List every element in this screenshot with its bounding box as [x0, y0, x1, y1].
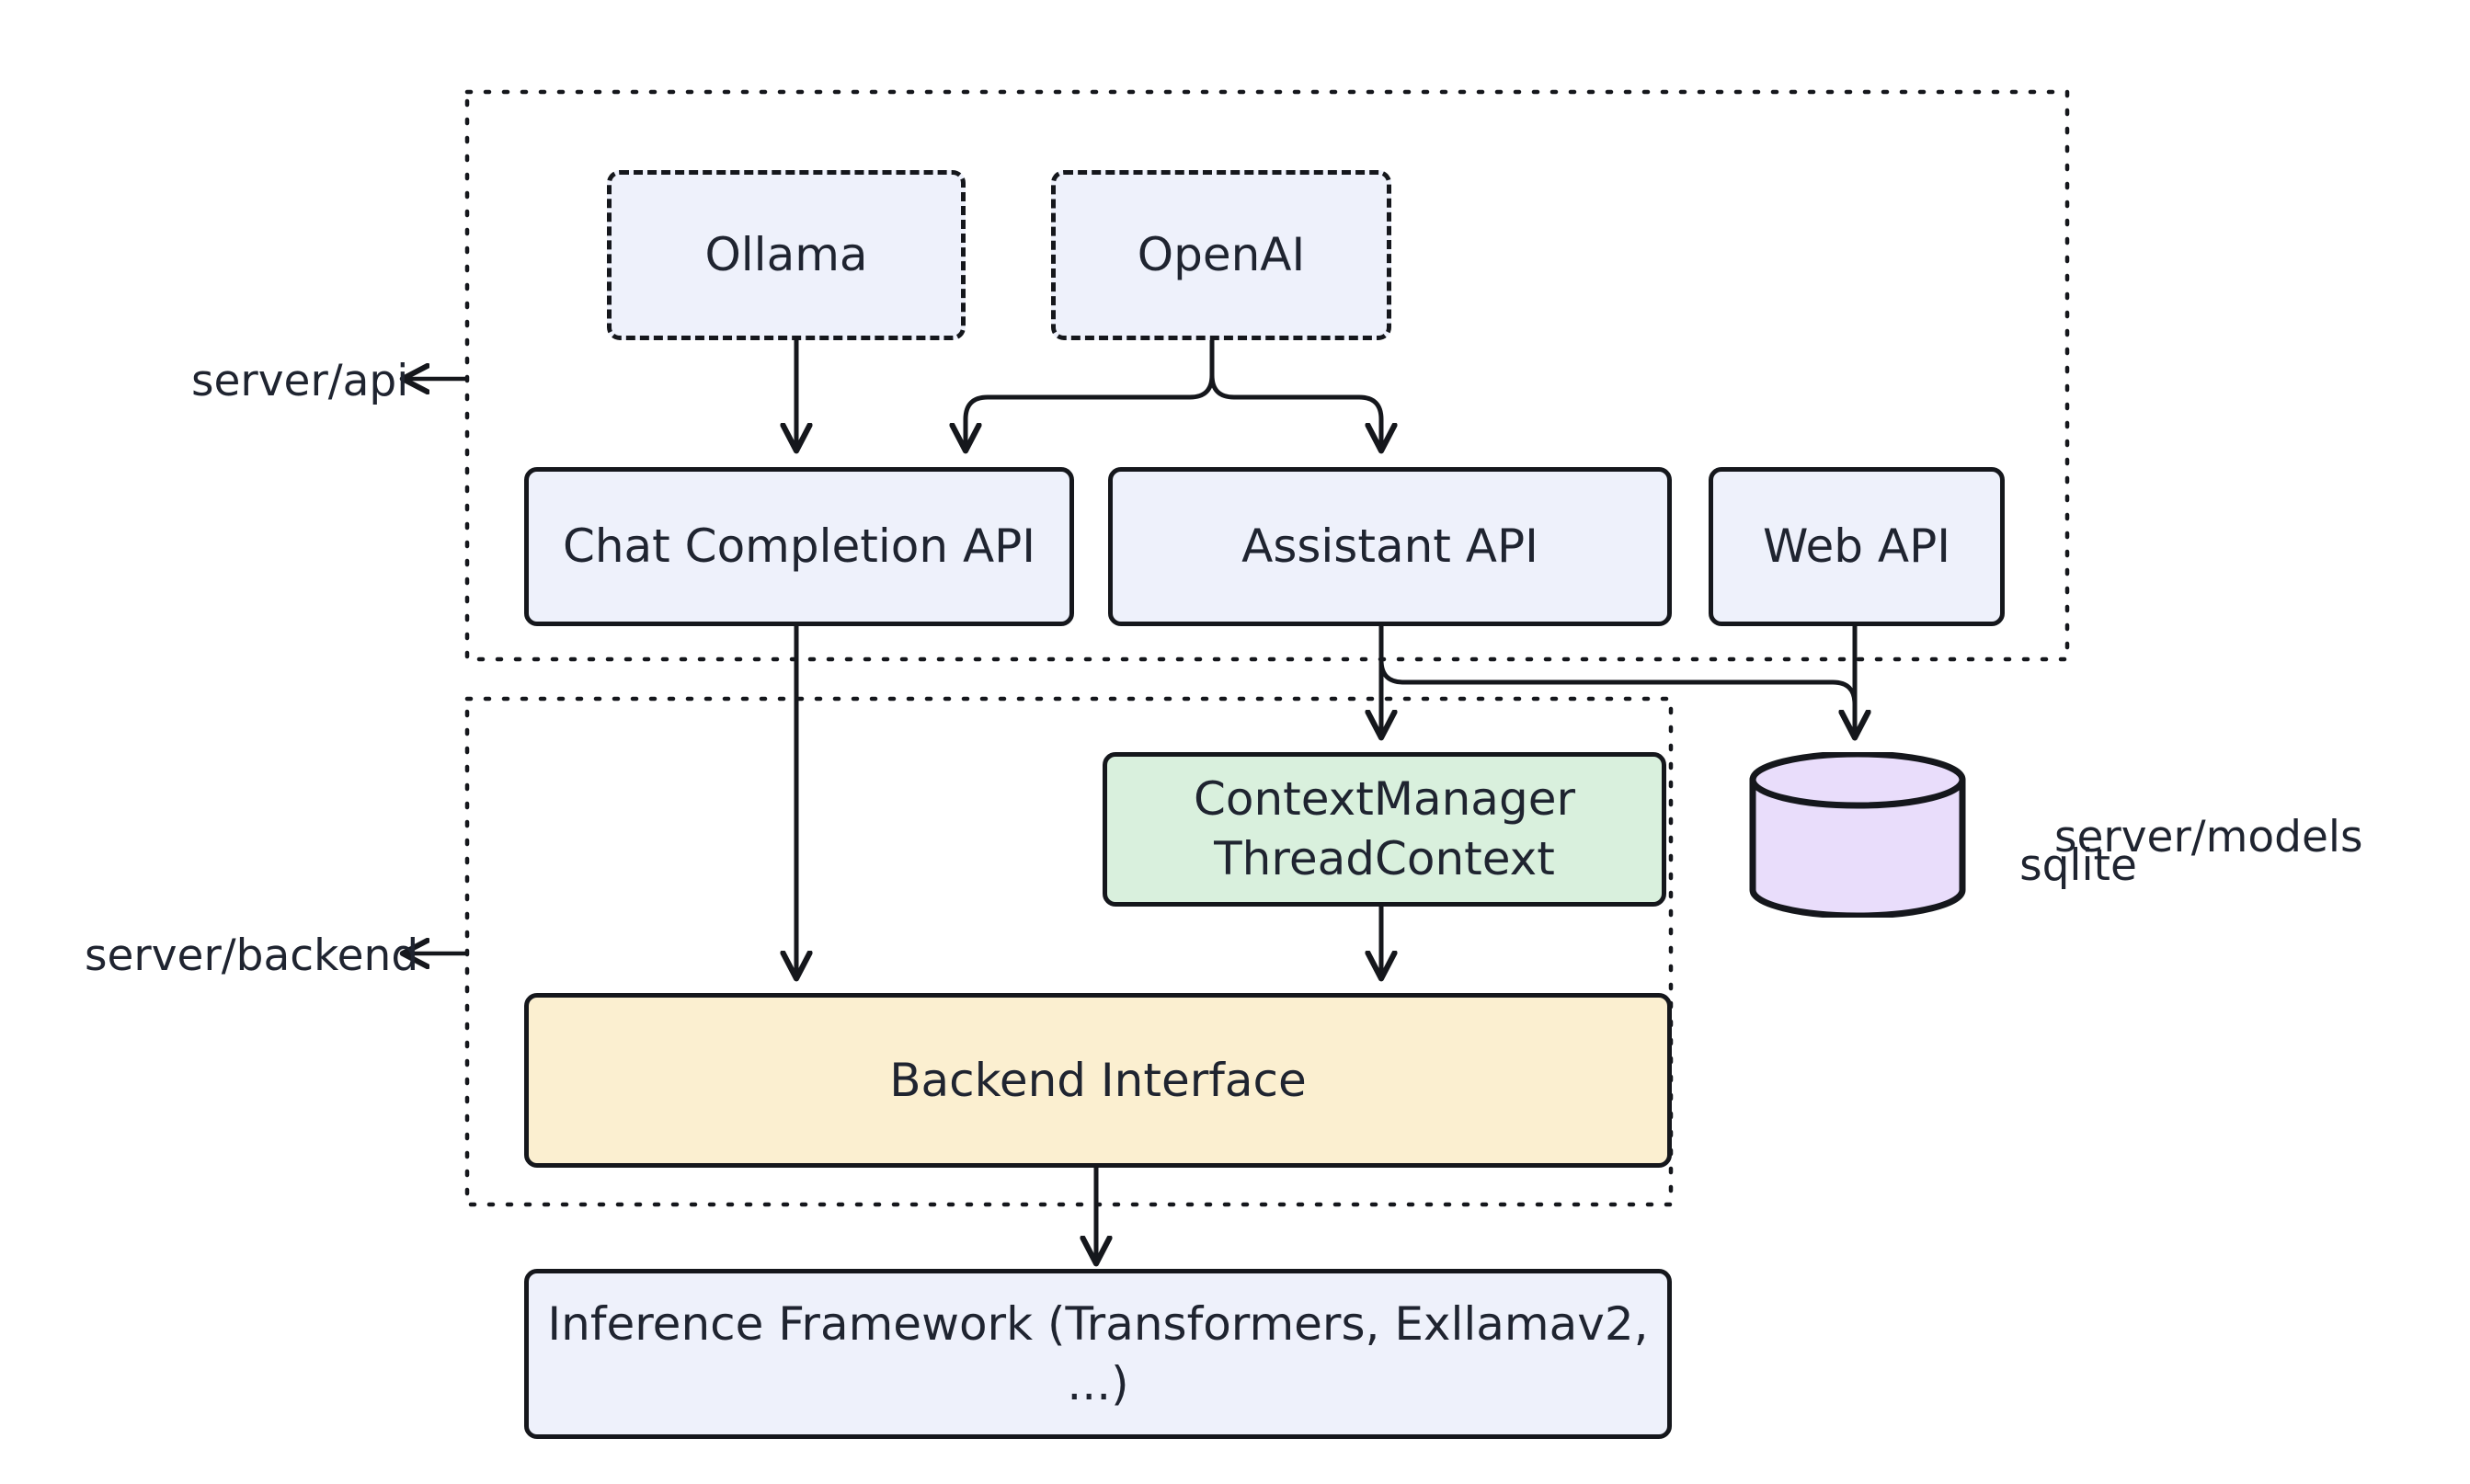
node-openai-label: OpenAI — [1137, 228, 1306, 281]
node-sqlite[interactable]: sqlite — [1747, 750, 2137, 919]
edge-assistant-api-to-sqlite — [1378, 619, 1855, 736]
node-contextmanager-text: ContextManager ThreadContext — [1107, 770, 1662, 889]
group-container-server-api — [464, 89, 2070, 662]
node-backend-interface-label: Backend Interface — [889, 1053, 1307, 1107]
node-web-api[interactable]: Web API — [1709, 467, 2005, 626]
node-ollama-label: Ollama — [704, 228, 868, 281]
node-contextmanager-threadcontext[interactable]: ContextManager ThreadContext — [1103, 752, 1666, 907]
edge-openai-to-chat-completion-api — [966, 337, 1215, 449]
node-threadcontext-label: ThreadContext — [1214, 832, 1555, 885]
node-inference-framework[interactable]: Inference Framework (Transformers, Exlla… — [524, 1269, 1672, 1439]
node-backend-interface[interactable]: Backend Interface — [524, 993, 1672, 1168]
node-contextmanager-label: ContextManager — [1193, 772, 1576, 826]
node-assistant-api[interactable]: Assistant API — [1108, 467, 1672, 626]
group-label-server-api: server/api — [191, 356, 409, 406]
cylinder-shape — [1749, 750, 1966, 919]
node-chat-completion-api-label: Chat Completion API — [562, 519, 1036, 573]
node-assistant-api-label: Assistant API — [1241, 519, 1538, 573]
node-chat-completion-api[interactable]: Chat Completion API — [524, 467, 1074, 626]
edge-openai-to-assistant-api — [1209, 337, 1381, 449]
node-openai[interactable]: OpenAI — [1051, 170, 1391, 340]
group-label-server-models: server/models — [2054, 812, 2363, 862]
node-ollama[interactable]: Ollama — [607, 170, 966, 340]
group-label-server-backend: server/backend — [85, 930, 419, 981]
node-web-api-label: Web API — [1762, 519, 1950, 573]
node-inference-framework-label: Inference Framework (Transformers, Exlla… — [547, 1296, 1649, 1410]
